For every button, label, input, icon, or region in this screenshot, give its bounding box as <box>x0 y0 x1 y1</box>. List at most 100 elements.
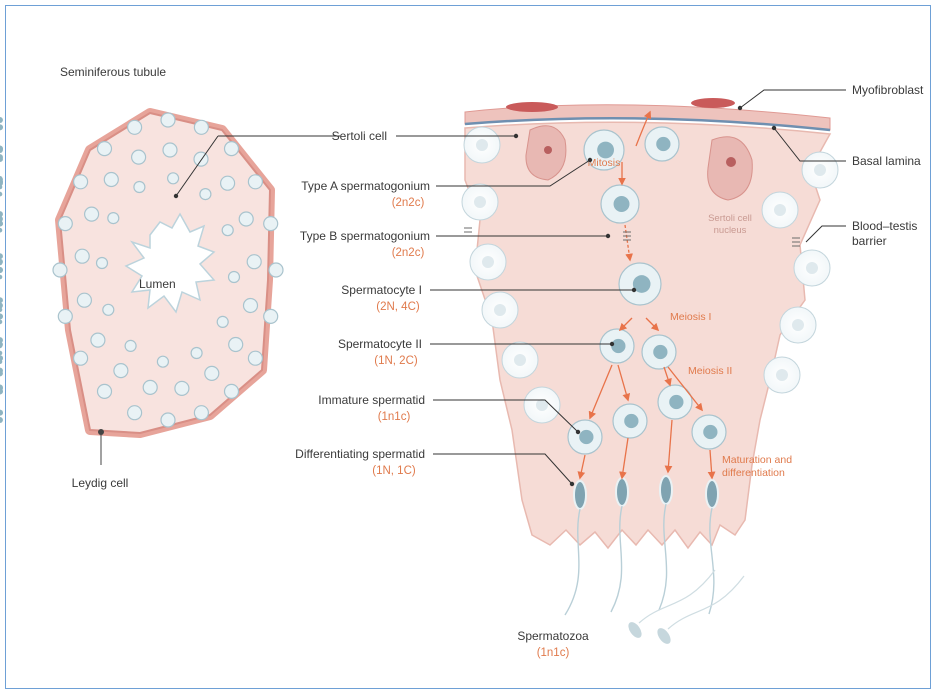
spermatid-head <box>574 481 586 509</box>
imm-label: Immature spermatid <box>318 393 425 407</box>
tubule-cell-body <box>128 406 142 420</box>
typeB-cell <box>601 185 639 223</box>
tubule-cell-body <box>205 366 219 380</box>
edge-cell <box>482 292 518 328</box>
edge-cell <box>464 127 500 163</box>
tubule-cell-body <box>98 384 112 398</box>
spermatozoon-tail <box>639 570 715 623</box>
edge-cell <box>470 244 506 280</box>
tubule-cell-nucleus <box>0 337 3 343</box>
sertoli-nucleus-text-2: nucleus <box>714 225 747 236</box>
edge-cell-nucleus <box>774 204 786 216</box>
typeA-renewal-cell-nucleus <box>656 137 670 151</box>
spermatid-head <box>660 476 672 504</box>
tubule-cell-body <box>217 316 228 327</box>
tubule-cell-body <box>248 175 262 189</box>
maturation-label-2: differentiation <box>722 467 785 479</box>
typeA-cell-nucleus <box>597 142 614 159</box>
tubule-cell-body <box>175 381 189 395</box>
tubule-cell-body <box>168 173 179 184</box>
spermatid-4 <box>692 415 726 449</box>
spermatid-head <box>616 478 628 506</box>
tubule-cell <box>0 309 72 323</box>
tubule-cell-body <box>143 380 157 394</box>
tubule-cell-body <box>161 113 175 127</box>
edge-cell-nucleus <box>474 196 486 208</box>
edge-cell <box>794 250 830 286</box>
tubule-cell-nucleus <box>0 275 2 280</box>
tubule-cell-body <box>97 258 108 269</box>
sc1-label: Spermatocyte I <box>341 283 422 297</box>
tubule-cell-body <box>269 263 283 277</box>
tubule-cell-body <box>98 142 112 156</box>
edge-cell-nucleus <box>776 369 788 381</box>
tubule-cell-body <box>77 293 91 307</box>
typeA-label: Type A spermatogonium <box>301 179 430 193</box>
tubule-cell-body <box>163 143 177 157</box>
edge-cell <box>802 152 838 188</box>
tubule-cell-body <box>104 173 118 187</box>
sertoli-nucleolus-left <box>544 146 552 154</box>
tubule-cell-body <box>225 142 239 156</box>
figure-title: Seminiferous tubule <box>60 65 166 79</box>
tubule-cell-nucleus <box>0 297 3 303</box>
myofibroblast-nucleus-2 <box>691 98 735 108</box>
tubule-cell-body <box>194 406 208 420</box>
spermatozoa-label: Spermatozoa <box>517 629 589 643</box>
typeA-renewal-cell <box>645 127 679 161</box>
spermatid-3-nucleus <box>669 395 683 409</box>
tubule-cell-body <box>239 212 253 226</box>
tubule-cell-body <box>244 299 258 313</box>
tubule-cell-nucleus <box>0 267 3 273</box>
maturation-label-1: Maturation and <box>722 454 792 466</box>
tubule-cell-body <box>91 333 105 347</box>
tubule-cell-body <box>200 189 211 200</box>
mitosis-label: Mitosis <box>588 157 621 169</box>
tubule-cell-body <box>191 348 202 359</box>
tubule-cell-nucleus <box>0 253 3 259</box>
spermatid-head <box>706 480 718 508</box>
tubule-cell-body <box>229 272 240 283</box>
basal-lamina-label: Basal lamina <box>852 154 921 168</box>
spermatozoon-head <box>655 626 674 646</box>
edge-cell-nucleus <box>806 262 818 274</box>
epithelium-detail: Sertoli cell nucleus <box>462 98 838 646</box>
tubule-cell-body <box>194 120 208 134</box>
lumen-label: Lumen <box>139 277 176 291</box>
imm-sub: (1n1c) <box>378 411 411 423</box>
sc2-sub: (1N, 2C) <box>374 355 418 367</box>
tubule-cell-body <box>103 304 114 315</box>
tubule-cell-nucleus <box>0 228 2 233</box>
spermatozoon <box>626 570 715 640</box>
tubule-cell-body <box>114 364 128 378</box>
spermatocyte-IIa-cell-nucleus <box>611 339 625 353</box>
tubule-cell-body <box>221 176 235 190</box>
tubule-cell-body <box>247 255 261 269</box>
edge-cell-nucleus <box>814 164 826 176</box>
sertoli-nucleus-text-1: Sertoli cell <box>708 213 752 224</box>
tubule-cell-nucleus <box>0 410 3 416</box>
meiosis1-label: Meiosis I <box>670 311 711 323</box>
tubule-cell-body <box>74 175 88 189</box>
tubule-cell <box>0 217 72 231</box>
tubule-cell-body <box>225 384 239 398</box>
btb-label-2: barrier <box>852 234 887 248</box>
tubule-cell-body <box>85 207 99 221</box>
sc1-sub: (2N, 4C) <box>376 301 420 313</box>
edge-cell <box>762 192 798 228</box>
tubule-cell-body <box>58 217 72 231</box>
tubule-cell-body <box>108 213 119 224</box>
spermatid-2-nucleus <box>624 414 638 428</box>
spermatid-1-nucleus <box>579 430 593 444</box>
edge-cell-nucleus <box>494 304 506 316</box>
tubule-cell-body <box>264 309 278 323</box>
edge-cell <box>502 342 538 378</box>
tubule-cell-nucleus <box>0 320 2 325</box>
diff-label: Differentiating spermatid <box>295 447 425 461</box>
typeB-label: Type B spermatogonium <box>300 229 430 243</box>
spermatocyte-IIb-cell <box>642 335 676 369</box>
tubule-cell-nucleus <box>0 417 3 423</box>
spermatozoa-sub: (1n1c) <box>537 647 570 659</box>
